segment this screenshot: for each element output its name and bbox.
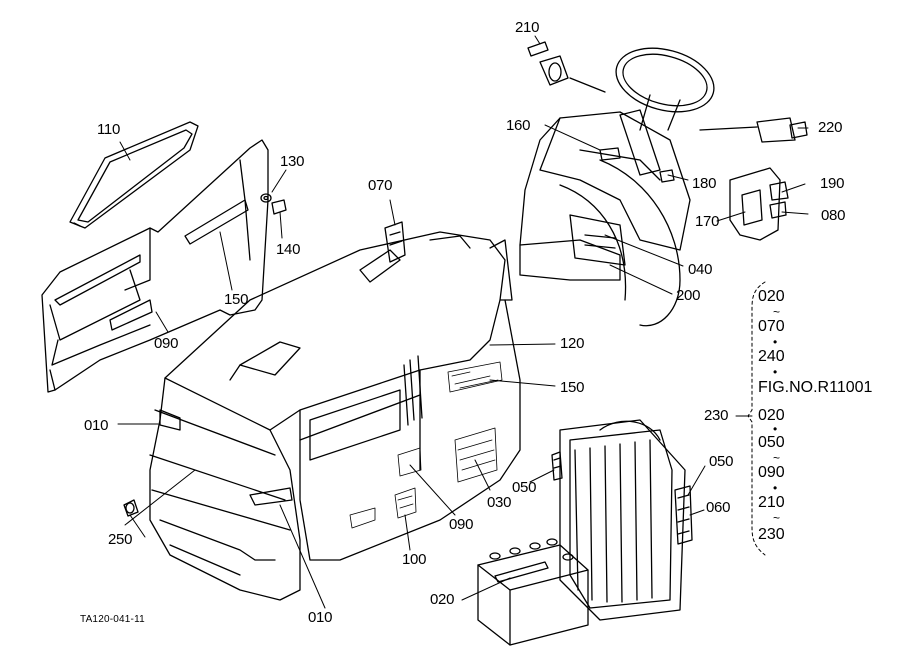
ref-fig-no: FIG.NO.R11001 xyxy=(758,379,873,396)
ref-020-b: 020 xyxy=(758,407,785,424)
ref-240: 240 xyxy=(758,348,785,365)
callout-040: 040 xyxy=(688,261,713,278)
radiator xyxy=(559,419,693,621)
callout-190: 190 xyxy=(820,175,845,192)
part-250-knob xyxy=(123,499,139,517)
part-170-bracket xyxy=(729,167,789,241)
part-140-clip xyxy=(271,199,287,215)
callout-060: 060 xyxy=(706,499,731,516)
leader-lines xyxy=(117,35,809,609)
steering-dash-assembly xyxy=(519,47,715,327)
callout-210: 210 xyxy=(515,19,540,36)
part-220-switch xyxy=(699,117,808,143)
ref-090: 090 xyxy=(758,464,785,481)
callout-080: 080 xyxy=(821,207,846,224)
hood-decals xyxy=(349,361,503,529)
callout-140: 140 xyxy=(276,241,301,258)
ref-dot-mark: • xyxy=(773,365,778,379)
ref-dot-mark: • xyxy=(773,481,778,495)
callout-170: 170 xyxy=(695,213,720,230)
callout-110: 110 xyxy=(97,121,121,138)
callout-100: 100 xyxy=(402,551,427,568)
ref-070: 070 xyxy=(758,318,785,335)
callout-200: 200 xyxy=(676,287,701,304)
ref-210: 210 xyxy=(758,494,785,511)
part-070-latch xyxy=(384,221,406,263)
part-110-gasket xyxy=(69,121,199,229)
callout-030: 030 xyxy=(487,494,512,511)
callout-150-hood: 150 xyxy=(560,379,585,396)
ref-range-mark: ~ xyxy=(773,511,781,525)
callout-090-hood: 090 xyxy=(449,516,474,533)
part-050-decal xyxy=(551,451,563,481)
ref-230: 230 xyxy=(758,526,785,543)
callout-050-radiator: 050 xyxy=(709,453,734,470)
ref-dot-mark: • xyxy=(773,422,778,436)
callout-050-decal: 050 xyxy=(512,479,537,496)
battery xyxy=(477,538,589,646)
part-130-grommet xyxy=(260,193,272,203)
part-210-lever xyxy=(527,41,606,93)
callout-090-panel: 090 xyxy=(154,335,179,352)
callout-230: 230 xyxy=(704,407,729,424)
callout-150-panel: 150 xyxy=(224,291,249,308)
side-panel xyxy=(41,139,269,393)
callout-010-bottom: 010 xyxy=(308,609,333,626)
callout-010-front: 010 xyxy=(84,417,109,434)
callout-180: 180 xyxy=(692,175,717,192)
ref-020: 020 xyxy=(758,288,785,305)
ref-range-mark: ~ xyxy=(773,305,781,319)
main-hood xyxy=(149,231,521,601)
figure-code: TA120-041-11 xyxy=(80,614,145,625)
callout-020: 020 xyxy=(430,591,455,608)
ref-range-mark: ~ xyxy=(773,451,781,465)
ref-dot-mark: • xyxy=(773,335,778,349)
ref-050: 050 xyxy=(758,434,785,451)
callout-130: 130 xyxy=(280,153,305,170)
callout-070: 070 xyxy=(368,177,393,194)
callout-250: 250 xyxy=(108,531,133,548)
callout-120: 120 xyxy=(560,335,585,352)
callout-160: 160 xyxy=(506,117,531,134)
callout-220: 220 xyxy=(818,119,843,136)
